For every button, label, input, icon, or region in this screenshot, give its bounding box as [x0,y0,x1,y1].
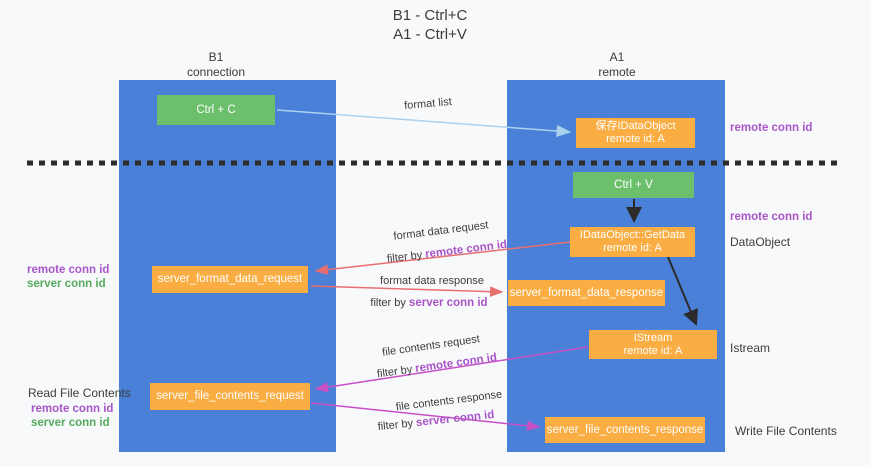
annotation-remote-conn-id-left1: remote conn id [27,264,110,276]
lane-b1-name: B1 [208,50,224,64]
lane-header-b1: B1 connection [187,50,245,80]
annotation-istream: Istream [730,341,771,355]
node-save-idataobject: 保存IDataObject remote id: A [576,118,695,148]
annotation-conn-ids-format: remote conn id server conn id [27,263,109,291]
edge-label-format-data-response: format data response [380,275,484,287]
annotation-server-conn-id-left1: server conn id [27,278,106,290]
lane-a1-subtitle: remote [598,65,636,79]
node-istream: IStream remote id: A [589,330,717,359]
node-getdata-line1: IDataObject::GetData [579,229,686,241]
annotation-dataobject: DataObject [730,235,791,249]
annotation-remote-conn-id-left2: remote conn id [31,403,114,415]
server-conn-id-text: server conn id [408,297,488,309]
edge-label-filter-remote-1: filter by remote conn id [386,239,508,266]
edge-label-format-list: format list [403,95,453,113]
node-file-response-label: server_file_contents_response [546,423,704,436]
node-save-idataobject-line2: remote id: A [606,133,665,145]
node-file-request-label: server_file_contents_request [156,390,304,402]
filter-by-text: filter by [370,297,409,309]
node-server-file-contents-response: server_file_contents_response [545,417,705,443]
filter-by-text: filter by [376,363,417,381]
title-line-2: A1 - Ctrl+V [393,26,467,43]
filter-by-text: filter by [386,248,426,266]
edge-label-filter-server-1: filter by server conn id [370,297,487,309]
lane-b1-subtitle: connection [186,65,246,79]
edge-label-filter-server-2: filter by server conn id [377,409,495,433]
annotation-read-file-contents: Read File Contents [28,386,131,400]
node-server-file-contents-request: server_file_contents_request [150,383,310,410]
node-format-request-label: server_format_data_request [157,273,303,285]
annotation-conn-ids-file: remote conn id server conn id [31,402,113,430]
title-line-1: B1 - Ctrl+C [392,7,468,24]
node-ctrl-c: Ctrl + C [157,95,275,125]
filter-by-text: filter by [377,417,417,434]
annotation-server-conn-id-left2: server conn id [31,417,110,429]
remote-conn-id-text: remote conn id [414,351,498,375]
node-idataobject-getdata: IDataObject::GetData remote id: A [570,227,695,257]
node-format-response-label: server_format_data_response [509,286,664,299]
annotation-write-file-contents: Write File Contents [735,424,837,438]
diagram-title: B1 - Ctrl+C A1 - Ctrl+V [393,6,468,44]
node-ctrl-v: Ctrl + V [573,172,694,198]
node-server-format-data-request: server_format_data_request [152,266,308,293]
server-conn-id-text: server conn id [415,408,495,430]
lane-header-a1: A1 remote [598,50,635,80]
lane-a1-name: A1 [609,50,625,64]
node-istream-line2: remote id: A [623,344,683,357]
annotation-remote-conn-id-top: remote conn id [730,122,813,134]
remote-conn-id-text: remote conn id [424,238,508,261]
node-save-idataobject-line1: 保存IDataObject [595,120,676,132]
annotation-remote-conn-id-mid: remote conn id [730,211,813,223]
node-istream-line1: IStream [633,331,673,344]
edge-label-format-data-request: format data request [392,219,490,243]
node-ctrl-v-label: Ctrl + V [614,178,653,191]
node-server-format-data-response: server_format_data_response [508,280,665,306]
node-getdata-line2: remote id: A [603,242,662,254]
node-ctrl-c-label: Ctrl + C [196,103,236,116]
